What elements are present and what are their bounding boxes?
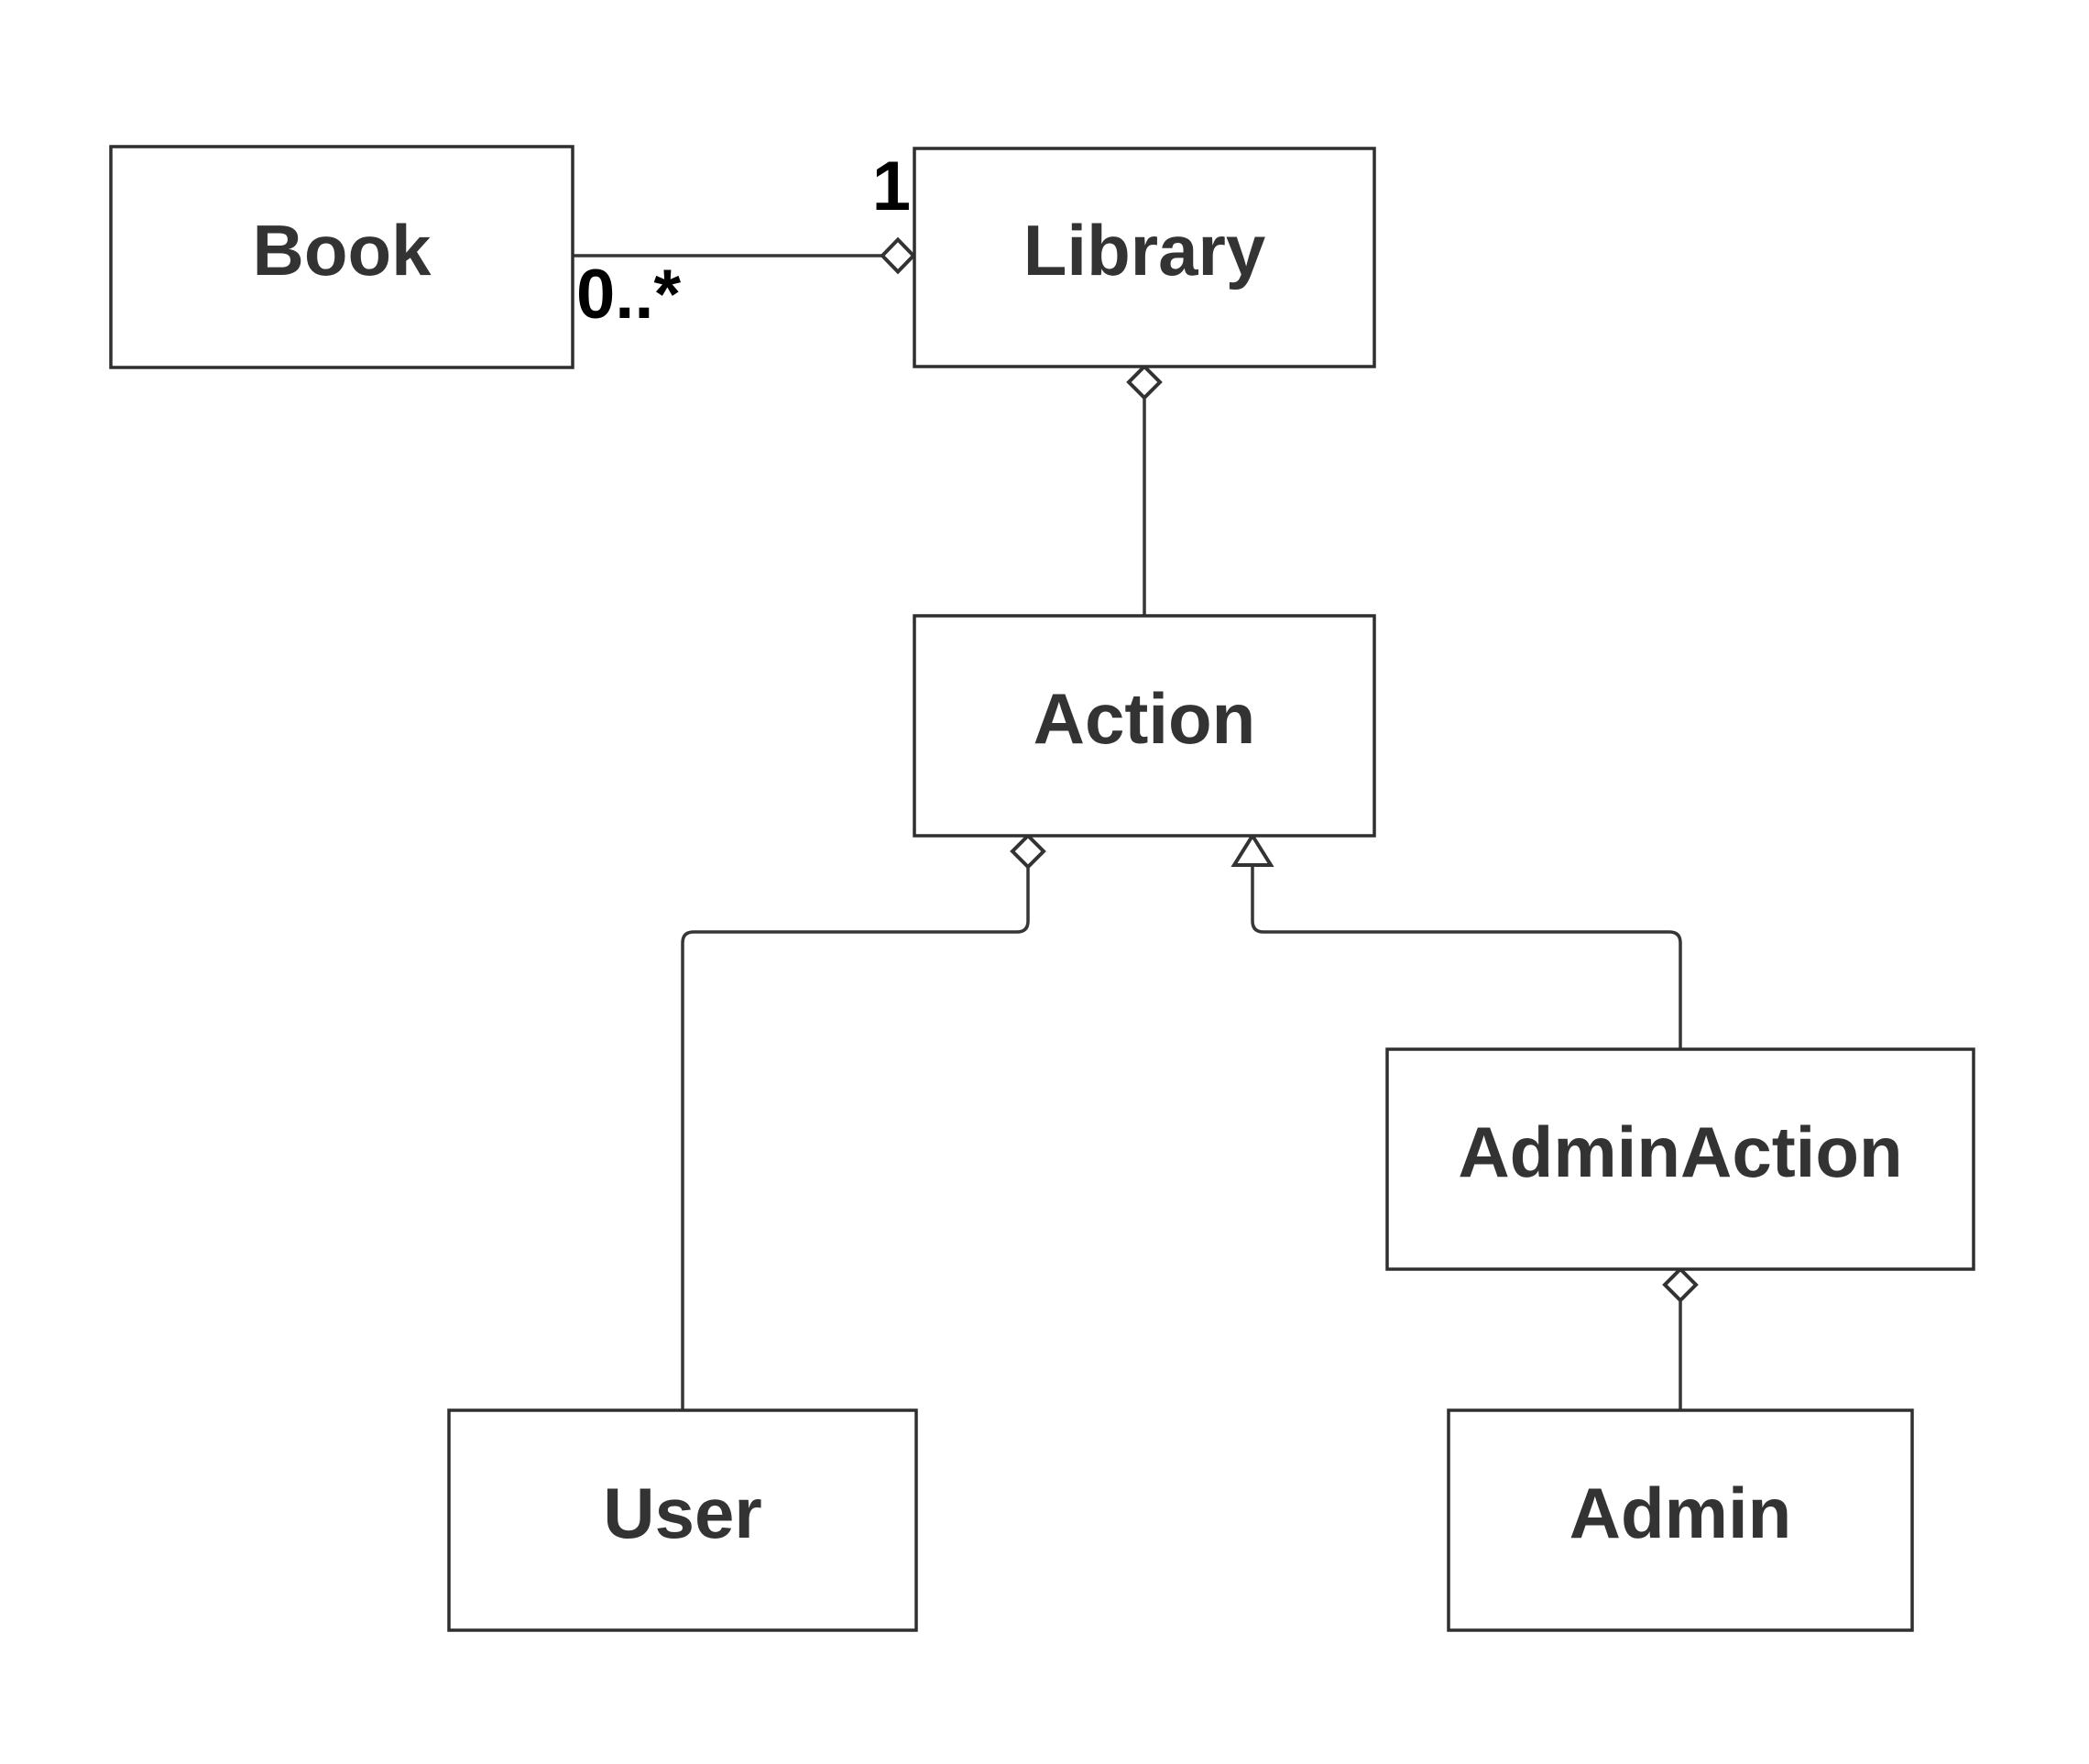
aggregation-diamond-library-left-icon [880, 236, 916, 275]
class-rect-user [447, 1408, 918, 1632]
generalization-triangle-action-icon [1230, 832, 1274, 867]
aggregation-diamond-action-bottom-icon [1010, 833, 1046, 870]
class-name-adminaction: AdminAction [1458, 1112, 1902, 1192]
generalization-line-adminaction-action [1251, 865, 1682, 1049]
class-box-adminaction: AdminAction [1385, 1047, 1975, 1271]
connector-library-action [1126, 364, 1163, 616]
multiplicity-label-library-end: 1 [872, 148, 911, 225]
connector-adminaction-action [1230, 832, 1682, 1049]
class-box-admin: Admin [1447, 1408, 1914, 1632]
class-rect-library [913, 147, 1376, 368]
class-rect-adminaction [1385, 1047, 1975, 1271]
class-rect-book [109, 145, 574, 369]
class-box-library: Library [913, 147, 1376, 368]
class-name-action: Action [1034, 678, 1256, 759]
class-box-book: Book [109, 145, 574, 369]
connector-action-user [681, 833, 1046, 1410]
class-rect-action [913, 614, 1376, 838]
multiplicity-label-book-end: 0..* [576, 256, 681, 334]
class-name-book: Book [253, 210, 432, 290]
class-rect-admin [1447, 1408, 1914, 1632]
class-name-admin: Admin [1569, 1473, 1792, 1553]
aggregation-diamond-library-bottom-icon [1126, 364, 1163, 400]
class-box-action: Action [913, 614, 1376, 838]
connector-adminaction-admin [1662, 1266, 1699, 1410]
class-name-user: User [603, 1473, 761, 1553]
class-name-library: Library [1023, 210, 1265, 290]
aggregation-diamond-adminaction-bottom-icon [1662, 1266, 1699, 1303]
class-box-user: User [447, 1408, 918, 1632]
association-line-action-user [681, 867, 1030, 1410]
